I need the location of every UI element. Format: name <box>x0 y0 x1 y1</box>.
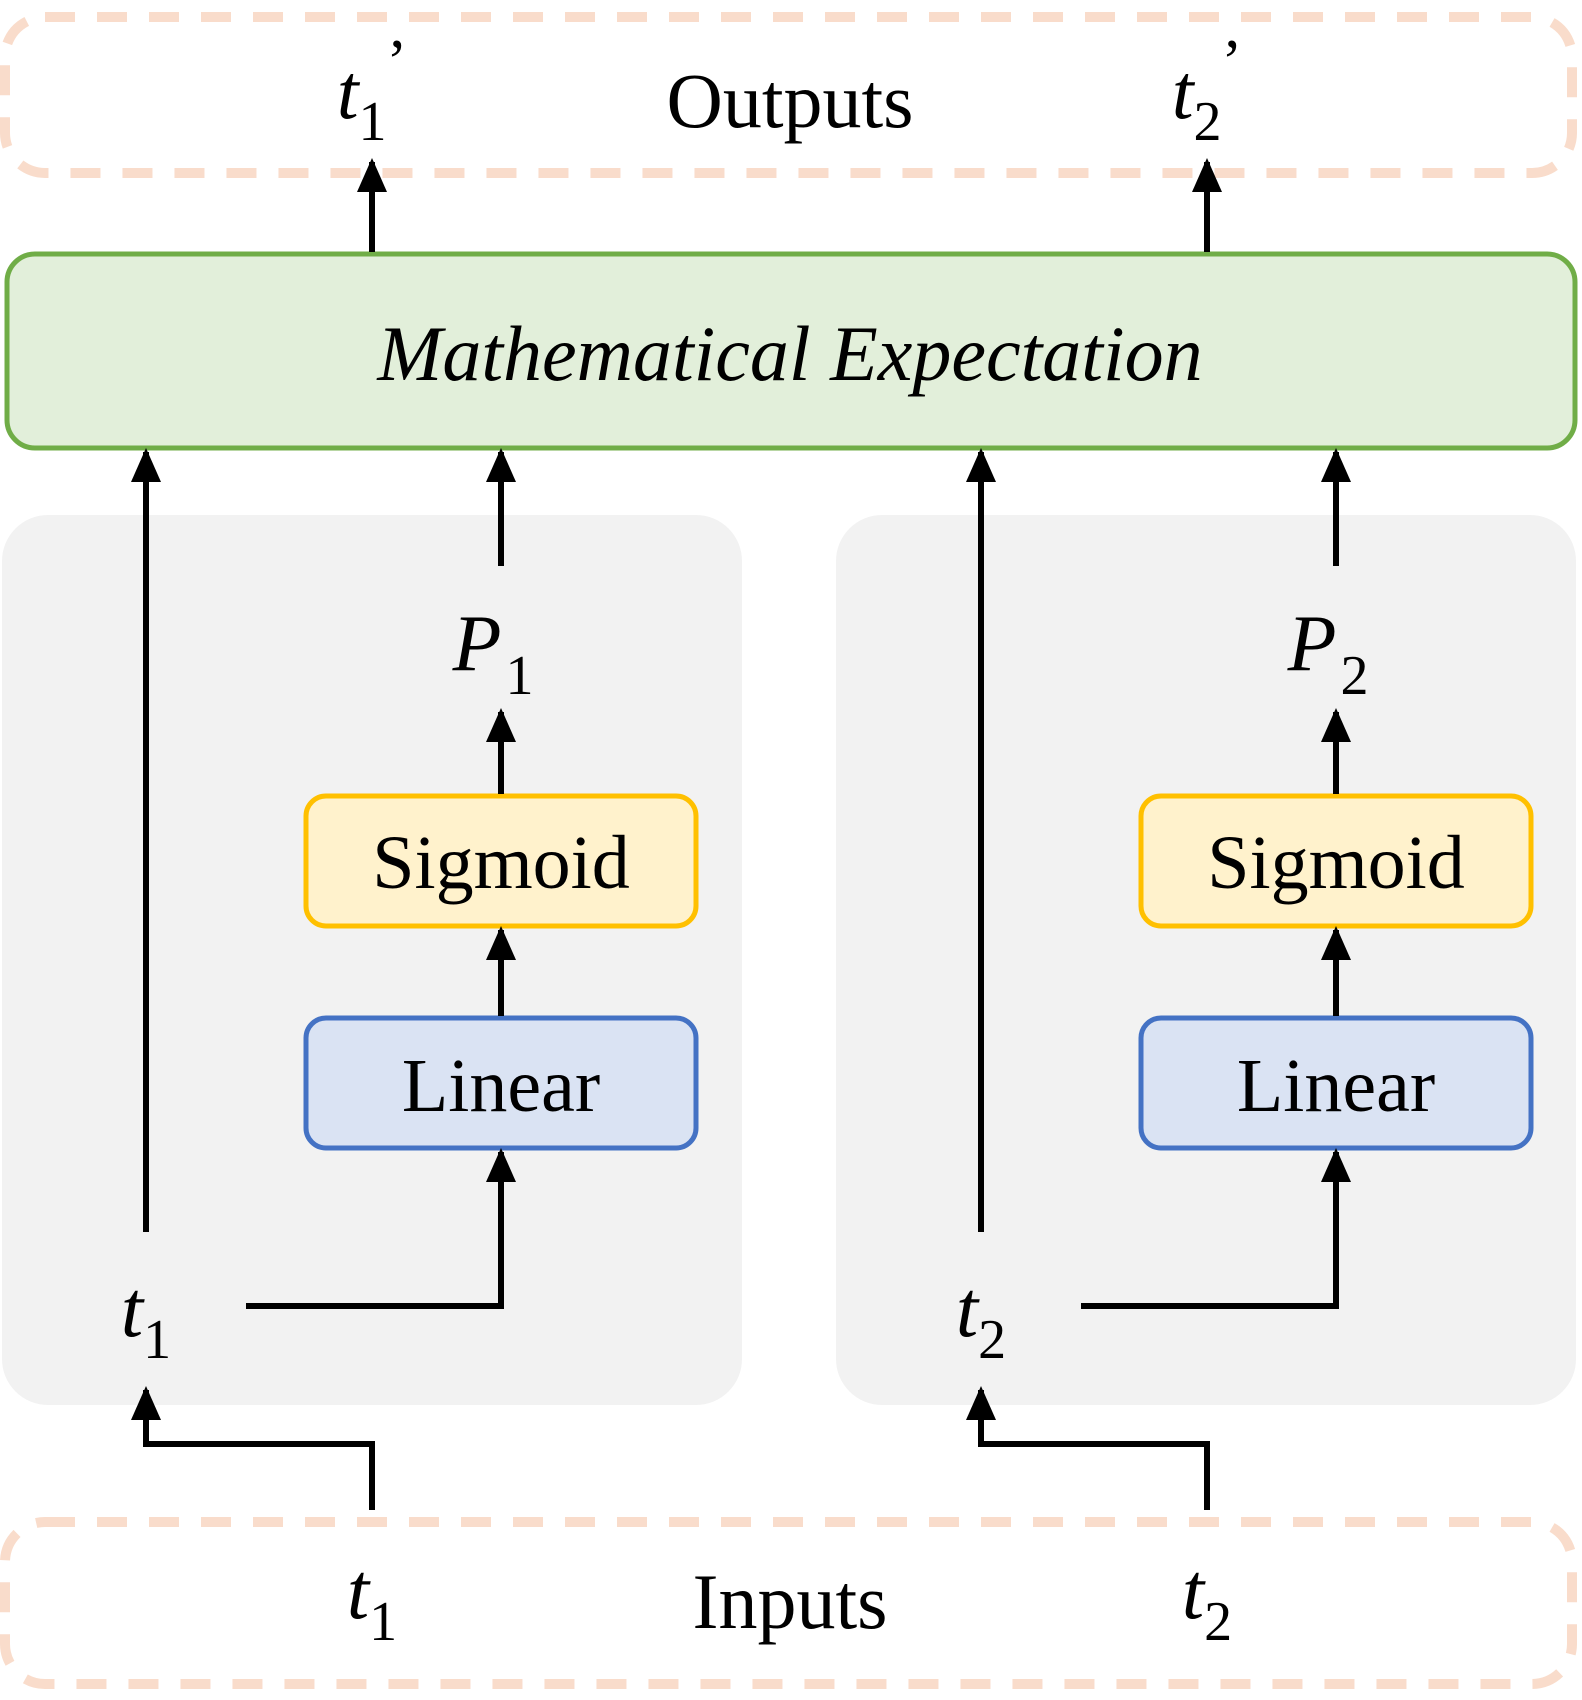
expectation-label: Mathematical Expectation <box>376 310 1202 397</box>
output-t2-prime-var: t <box>1172 48 1196 135</box>
expectation-box <box>4 251 1578 451</box>
right-t-label: t2 <box>956 1266 1006 1371</box>
input-t1-sub: 1 <box>369 1591 397 1653</box>
input-t1: t1 <box>347 1548 397 1653</box>
output-t1-prime-var: t <box>337 48 361 135</box>
left-t-var: t <box>121 1266 145 1354</box>
left-t-sub: 1 <box>143 1309 171 1371</box>
arrow-input-t2-to-right-t <box>966 1386 1210 1510</box>
output-t1-prime-sub: 1 <box>359 91 387 153</box>
right-linear-label: Linear <box>1237 1044 1435 1128</box>
left-sigmoid-label: Sigmoid <box>372 821 630 905</box>
output-t2-prime-sub: 2 <box>1194 91 1222 153</box>
arrow-right-t-to-linear <box>1081 1148 1351 1309</box>
right-p-sub: 2 <box>1340 645 1368 707</box>
input-t2-var: t <box>1182 1548 1206 1636</box>
input-t1-var: t <box>347 1548 371 1636</box>
output-t1-prime-mark: ’ <box>387 28 408 96</box>
inputs-container <box>0 1517 1577 1689</box>
right-sigmoid-label: Sigmoid <box>1207 821 1465 905</box>
left-p-sub: 1 <box>505 645 533 707</box>
output-t2-prime-mark: ’ <box>1222 28 1243 96</box>
right-p-label: P2 <box>1287 600 1369 707</box>
right-p-var: P <box>1287 600 1337 688</box>
input-t2: t2 <box>1182 1548 1232 1653</box>
left-branch-panel <box>2 515 742 1405</box>
outputs-label: Outputs <box>666 57 913 144</box>
input-t2-sub: 2 <box>1204 1591 1232 1653</box>
outputs-container <box>0 12 1577 178</box>
left-t-label: t1 <box>121 1266 171 1371</box>
right-branch-panel <box>836 515 1576 1405</box>
output-t1-prime: t1’ <box>337 28 407 153</box>
output-t2-prime: t2’ <box>1172 28 1242 153</box>
right-t-sub: 2 <box>978 1309 1006 1371</box>
right-t-var: t <box>956 1266 980 1354</box>
arrow-left-t-to-linear <box>246 1148 516 1309</box>
arrow-input-t1-to-left-t <box>131 1386 375 1510</box>
left-linear-label: Linear <box>402 1044 600 1128</box>
left-p-label: P1 <box>452 600 534 707</box>
left-p-var: P <box>452 600 502 688</box>
inputs-label: Inputs <box>693 1558 888 1645</box>
